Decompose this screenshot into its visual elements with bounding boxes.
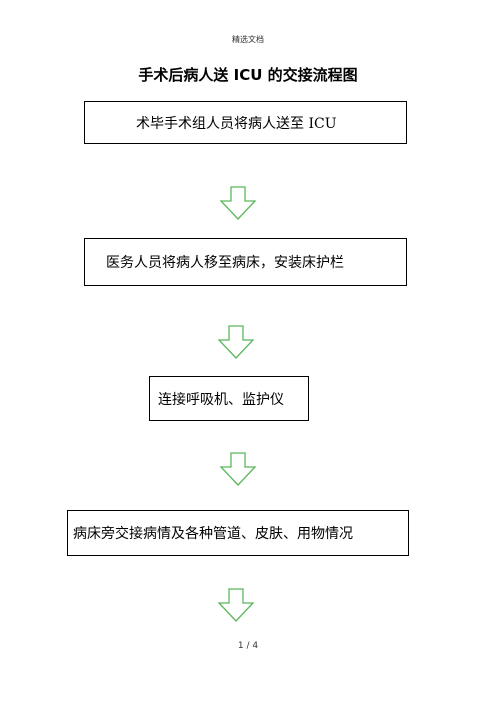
flow-step-3-label: 连接呼吸机、监护仪 — [158, 391, 284, 408]
down-arrow-icon — [218, 452, 258, 486]
page-number: 1 / 4 — [237, 641, 259, 651]
flow-step-4: 病床旁交接病情及各种管道、皮肤、用物情况 — [67, 510, 409, 556]
page-header: 精选文档 — [232, 35, 264, 44]
flow-step-3: 连接呼吸机、监护仪 — [149, 376, 309, 421]
flow-step-2-label: 医务人员将病人移至病床，安装床护栏 — [106, 255, 344, 271]
document-title: 手术后病人送 ICU 的交接流程图 — [138, 66, 358, 84]
down-arrow-icon — [216, 588, 256, 622]
flow-step-2: 医务人员将病人移至病床，安装床护栏 — [84, 238, 407, 286]
down-arrow-icon — [216, 325, 256, 359]
flow-step-4-label: 病床旁交接病情及各种管道、皮肤、用物情况 — [73, 526, 353, 542]
down-arrow-icon — [218, 186, 258, 220]
flow-step-1: 术毕手术组人员将病人送至 ICU — [84, 101, 407, 144]
flow-step-1-label: 术毕手术组人员将病人送至 ICU — [136, 115, 337, 132]
